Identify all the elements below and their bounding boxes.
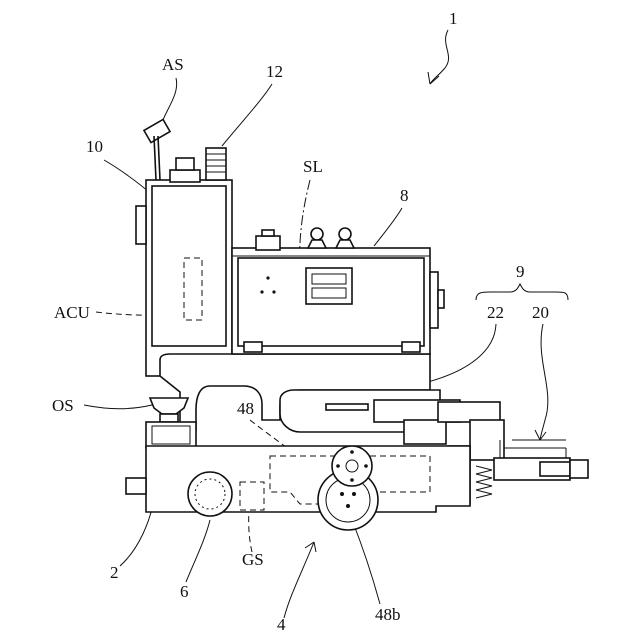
label-6: 6 (180, 582, 189, 601)
label-1: 1 (449, 9, 458, 28)
antenna (144, 119, 170, 180)
label-gs: GS (242, 550, 264, 569)
label-20: 20 (532, 303, 549, 322)
label-8: 8 (400, 186, 409, 205)
label-4: 4 (277, 615, 286, 634)
label-10: 10 (86, 137, 103, 156)
label-acu: ACU (54, 303, 90, 322)
label-sl: SL (303, 157, 323, 176)
label-os: OS (52, 396, 74, 415)
chassis (126, 446, 470, 530)
label-48: 48 (237, 399, 254, 418)
label-12: 12 (266, 62, 283, 81)
label-2: 2 (110, 563, 119, 582)
housing (232, 228, 444, 354)
label-48b: 48b (375, 605, 401, 624)
label-9: 9 (516, 262, 525, 281)
label-22: 22 (487, 303, 504, 322)
label-as: AS (162, 55, 184, 74)
control-tower (136, 148, 232, 376)
